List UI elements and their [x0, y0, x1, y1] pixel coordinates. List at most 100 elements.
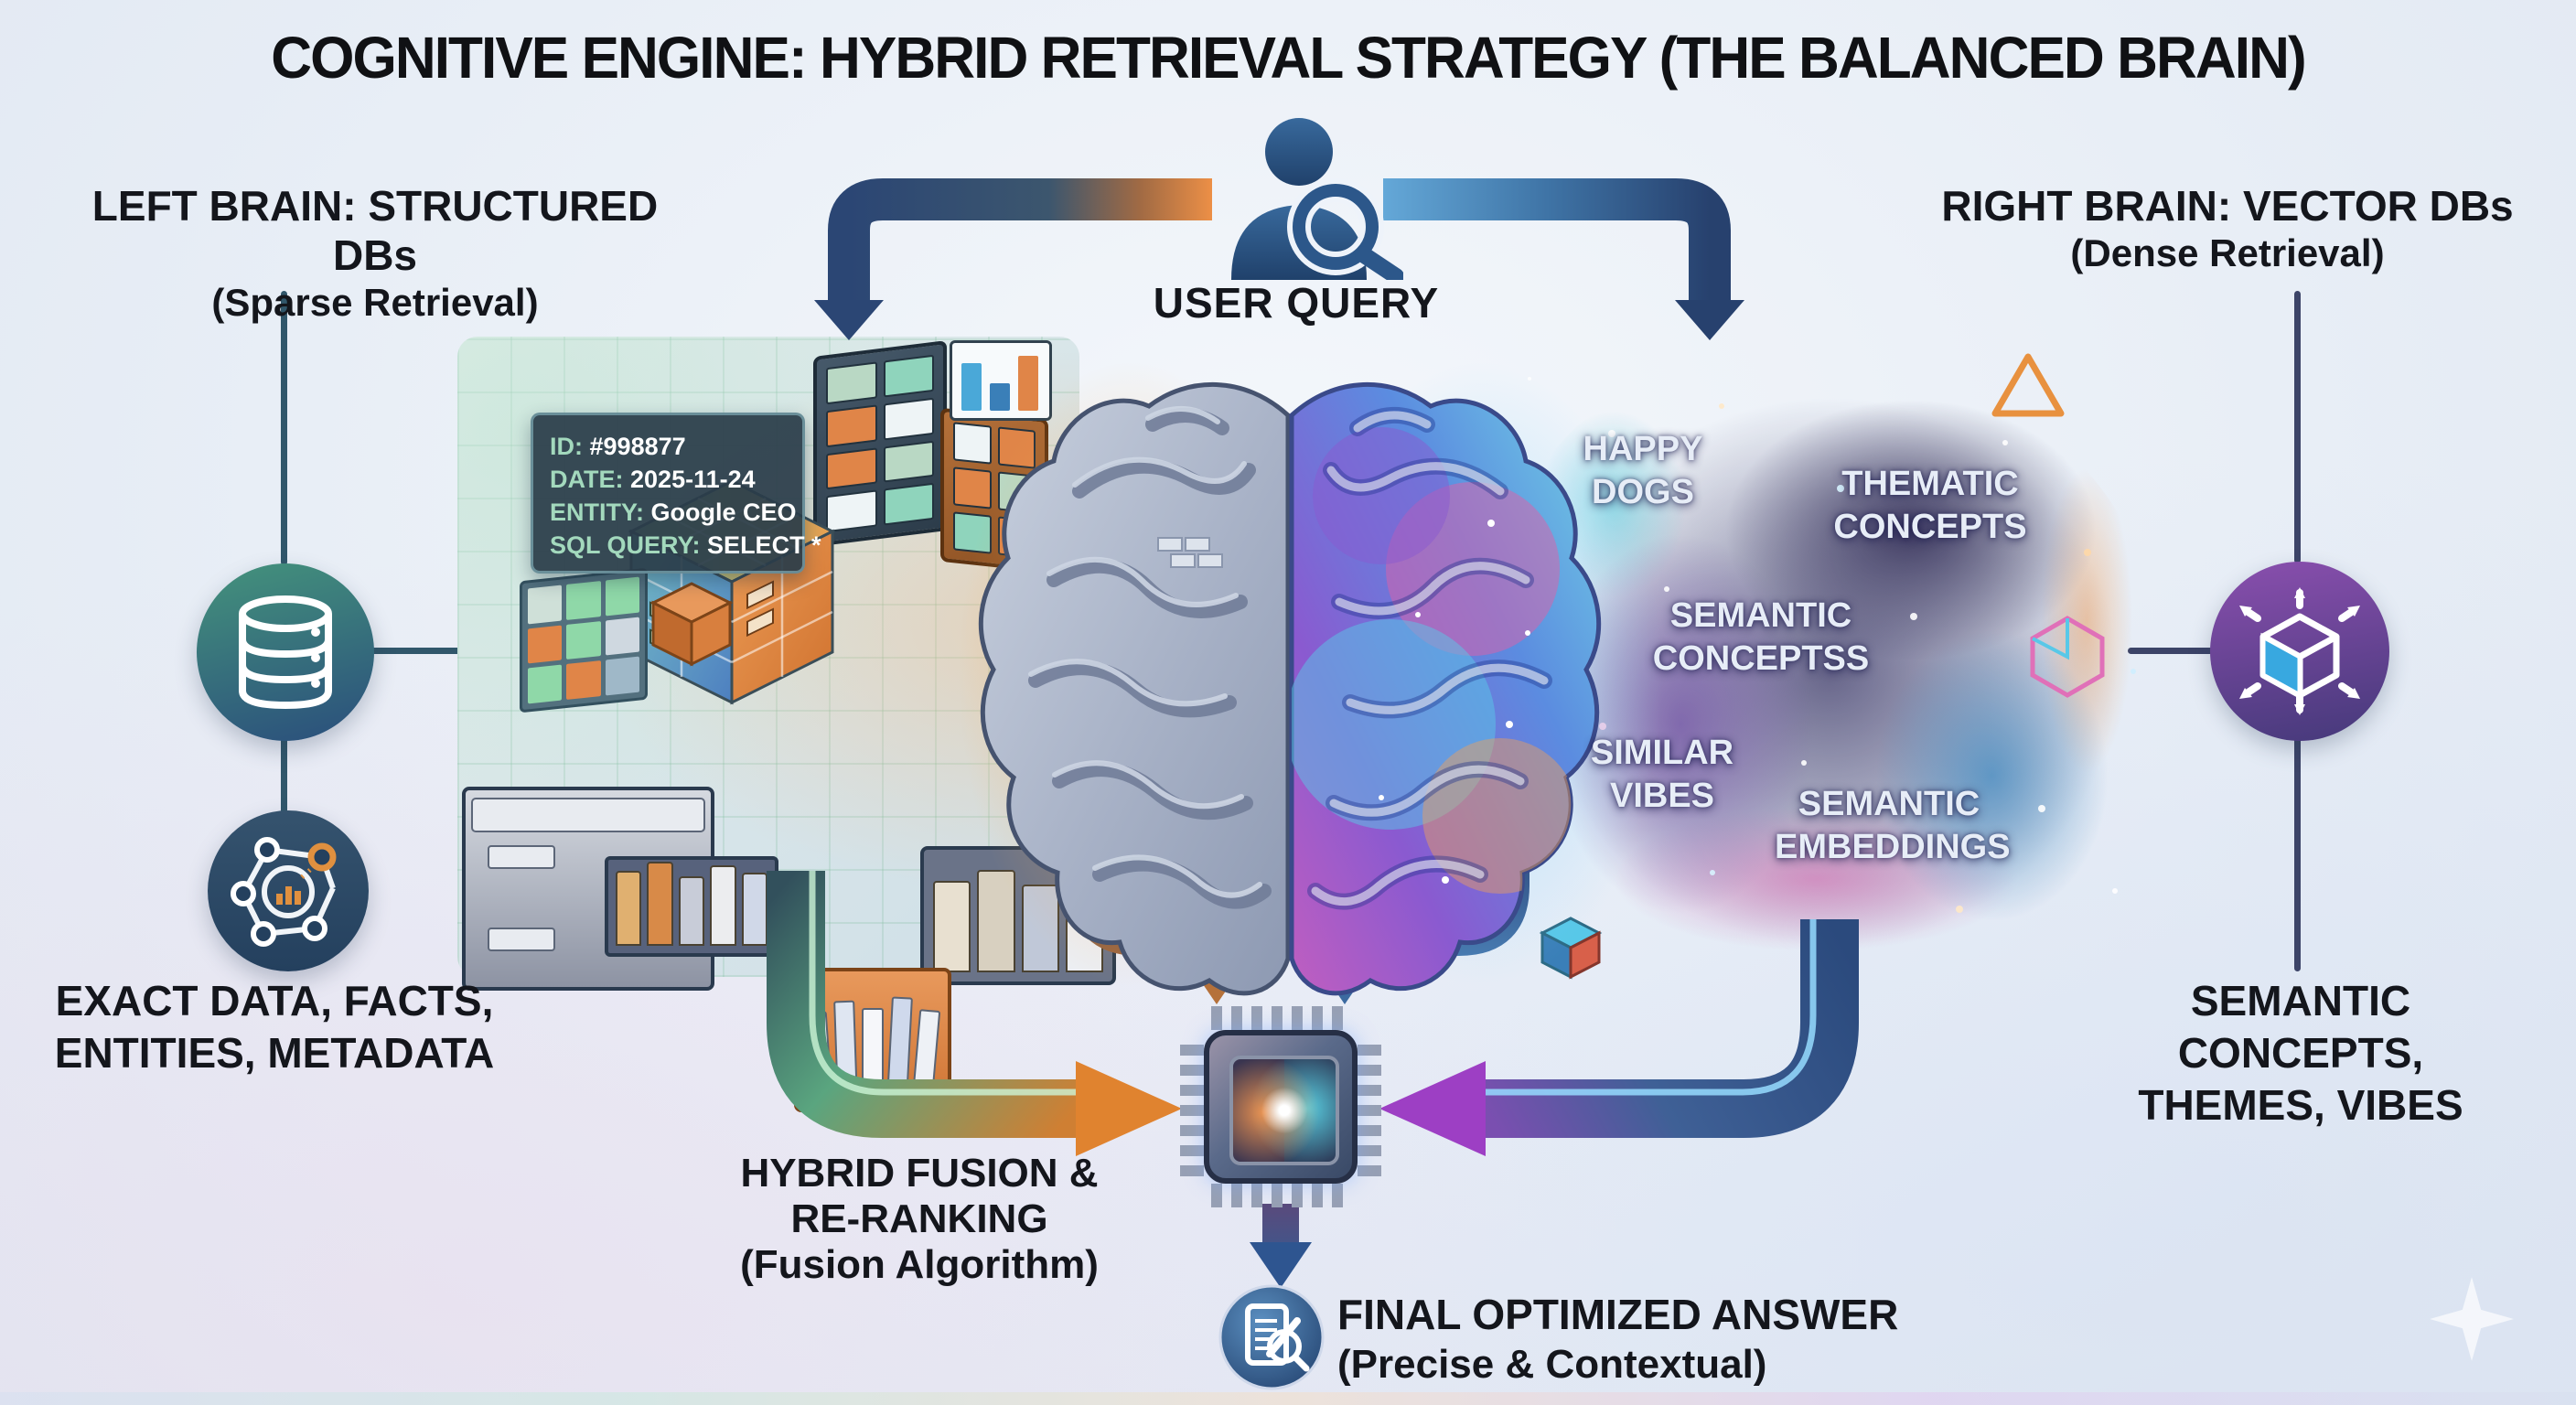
chip-pins-bottom [1211, 1184, 1350, 1207]
user-query-label: USER QUERY [1153, 279, 1440, 327]
final-answer-line1: FINAL OPTIMIZED ANSWER [1337, 1291, 1899, 1338]
left-brain-heading-line1: LEFT BRAIN: STRUCTURED DBs [91, 182, 659, 279]
brain-illustration [970, 340, 1610, 1008]
semantic-conceptss-line1: SEMANTIC [1669, 596, 1852, 635]
semantic-embeddings-line1: SEMANTIC [1798, 785, 1980, 823]
left-rail-line-mid [281, 735, 287, 816]
open-drawer [605, 856, 778, 957]
cabinet-lid [471, 798, 705, 832]
vector-space-badge [2210, 562, 2389, 741]
semantic-conceptss-line2: CONCEPTSS [1652, 639, 1870, 678]
sparse-fusion-arrow [767, 871, 1076, 1138]
happy-dogs-line2: DOGS [1592, 473, 1694, 511]
thematic-line1: THEMATIC [1841, 465, 2019, 503]
right-brain-heading-line2: (Dense Retrieval) [2070, 231, 2385, 274]
sql-row-id-label: ID: [550, 433, 583, 460]
right-output-line1: SEMANTIC CONCEPTS, [2177, 977, 2424, 1077]
sql-row-query: SQL QUERY: SELECT * [550, 529, 821, 562]
triangle-outline-icon [1991, 353, 2065, 417]
sql-row-entity-label: ENTITY: [550, 499, 644, 526]
chip-pins-left [1180, 1037, 1204, 1176]
chip-pins-right [1358, 1037, 1381, 1176]
similar-vibes-line1: SIMILAR [1590, 734, 1734, 772]
right-brain-heading: RIGHT BRAIN: VECTOR DBs (Dense Retrieval… [1930, 181, 2525, 276]
right-hemisphere [1285, 384, 1599, 992]
similar-vibes-line2: VIBES [1609, 777, 1715, 815]
knowledge-graph-badge [208, 810, 369, 971]
small-cube-icon [649, 582, 734, 667]
person-head [1265, 118, 1333, 186]
folder [710, 865, 736, 946]
thematic-line2: CONCEPTS [1833, 508, 2027, 546]
database-cylinder-icon [239, 595, 332, 710]
right-rail-line-bottom [2294, 737, 2301, 971]
chart-bar [990, 383, 1010, 411]
vector-label-semantic-embeddings: SEMANTIC EMBEDDINGS [1775, 783, 2011, 869]
sql-row-entity-value: Google CEO [650, 499, 797, 526]
left-output-caption: EXACT DATA, FACTS, ENTITIES, METADATA [37, 975, 512, 1079]
user-query-to-left-arrowhead [814, 300, 884, 340]
vector-label-similar-vibes: SIMILAR VIBES [1575, 732, 1749, 818]
fusion-line3: (Fusion Algorithm) [740, 1242, 1099, 1287]
user-query-to-right-arrowhead [1675, 300, 1744, 340]
sparse-fusion-arrow-stripe [809, 871, 1076, 1096]
folder [678, 876, 705, 946]
fusion-caption: HYBRID FUSION & RE-RANKING (Fusion Algor… [677, 1151, 1162, 1288]
geodesic-sphere-icon [2030, 616, 2105, 698]
left-rail-line-top [281, 291, 287, 565]
chip-spark-screen [1229, 1056, 1339, 1165]
left-output-line2: ENTITIES, METADATA [54, 1029, 495, 1077]
cabinet-handle [488, 845, 555, 869]
left-hemisphere [981, 384, 1288, 992]
dense-fusion-arrowhead [1379, 1061, 1486, 1156]
bar-chart-icon [950, 340, 1052, 421]
left-brain-heading-line2: (Sparse Retrieval) [211, 281, 539, 324]
right-output-line2: THEMES, VIBES [2138, 1081, 2463, 1129]
right-rail-line-horizontal [2128, 648, 2214, 654]
sql-row-id: ID: #998877 [550, 430, 802, 463]
vector-label-thematic-concepts: THEMATIC CONCEPTS [1811, 463, 2049, 549]
happy-dogs-line1: HAPPY [1583, 430, 1703, 468]
vector-label-semantic-conceptss: SEMANTIC CONCEPTSS [1647, 595, 1875, 681]
dense-fusion-arrow [1486, 919, 1859, 1138]
document-pen-magnifier-icon [1218, 1284, 1325, 1390]
file-cabinet-icon [462, 787, 778, 991]
sql-row-query-value: SELECT * [707, 531, 821, 559]
sparse-fusion-arrowhead [1076, 1061, 1182, 1156]
dense-fusion-arrow-stripe [1486, 919, 1817, 1096]
final-answer-line2: (Precise & Contextual) [1337, 1342, 1767, 1387]
chip-to-answer-arrowhead [1250, 1242, 1312, 1288]
sql-row-id-value: #998877 [589, 433, 686, 460]
vector-label-happy-dogs: HAPPY DOGS [1547, 428, 1739, 514]
sql-row-date: DATE: 2025-11-24 [550, 463, 802, 496]
folder [616, 871, 642, 946]
cabinet-handle [488, 928, 555, 951]
semantic-embeddings-line2: EMBEDDINGS [1775, 828, 2011, 866]
chart-bar [961, 363, 982, 411]
folder [647, 862, 673, 946]
brick-detail [1157, 537, 1223, 568]
structured-data-collage: ID: #998877 DATE: 2025-11-24 ENTITY: Goo… [457, 337, 1116, 1112]
sql-row-query-label: SQL QUERY: [550, 531, 701, 559]
page-title: COGNITIVE ENGINE: HYBRID RETRIEVAL STRAT… [271, 25, 2306, 91]
folder [933, 881, 971, 972]
bottom-accent-strip [0, 1392, 2576, 1405]
sql-row-entity: ENTITY: Google CEO [550, 496, 802, 529]
right-output-caption: SEMANTIC CONCEPTS, THEMES, VIBES [2063, 975, 2538, 1132]
magnifier-handle [1355, 246, 1403, 280]
user-query-to-left-arrow [828, 178, 1212, 302]
chip-body [1204, 1030, 1358, 1184]
brain-star-dots [1379, 520, 1530, 884]
final-answer-caption: FINAL OPTIMIZED ANSWER (Precise & Contex… [1337, 1290, 1959, 1389]
cube-arrows-icon [2239, 587, 2360, 715]
left-brain-heading: LEFT BRAIN: STRUCTURED DBs (Sparse Retri… [78, 181, 672, 326]
network-graph-icon [231, 837, 337, 947]
cpu-chip-icon [1176, 1003, 1385, 1211]
sql-row-date-label: DATE: [550, 466, 624, 493]
user-query-to-right-arrow [1383, 178, 1731, 302]
sql-query-panel: ID: #998877 DATE: 2025-11-24 ENTITY: Goo… [531, 413, 821, 574]
structured-db-badge [197, 563, 374, 741]
fusion-line2: RE-RANKING [790, 1196, 1048, 1241]
person-with-magnifier-icon [1231, 118, 1403, 280]
